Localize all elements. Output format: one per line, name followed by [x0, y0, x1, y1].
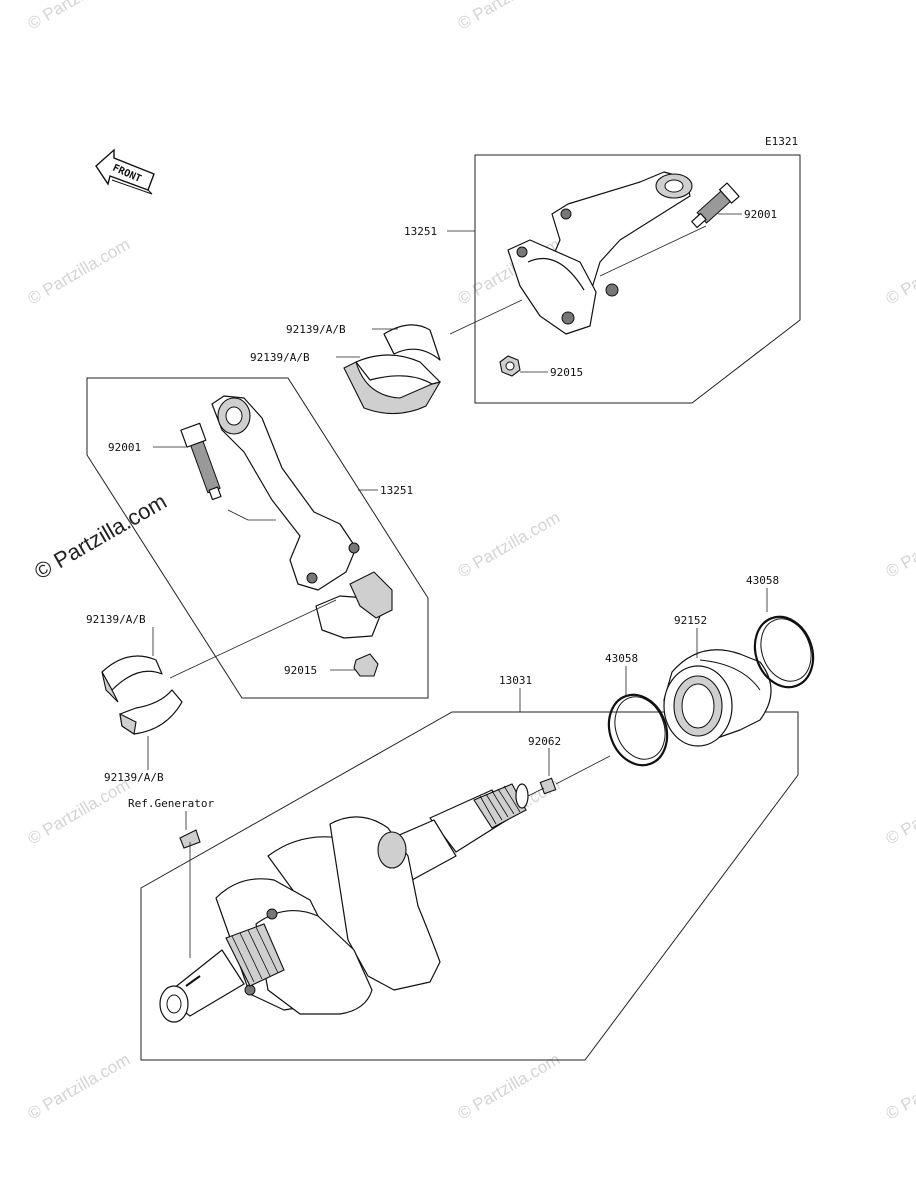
- part-label-13251-lower: 13251: [380, 484, 413, 497]
- part-label-92062: 92062: [528, 735, 561, 748]
- watermark-text: © Partzilla.com: [25, 0, 134, 33]
- oil-plug: [539, 777, 557, 795]
- part-label-92139-lower-a: 92139/A/B: [86, 613, 146, 626]
- oil-seal-outer: [753, 615, 815, 689]
- part-label-92152: 92152: [674, 614, 707, 627]
- upper-nut: [499, 355, 521, 377]
- part-label-43058-outer: 43058: [746, 574, 779, 587]
- woodruff-key: [179, 829, 201, 849]
- crankshaft: [159, 783, 529, 1023]
- upper-bolt: [691, 182, 740, 229]
- lower-bolt: [180, 422, 222, 501]
- watermark-text: © Partzilla.com: [455, 0, 564, 33]
- watermark-text: © Partzilla.com: [883, 1050, 916, 1124]
- crankshaft-group-frame: [140, 711, 799, 1061]
- diagram-code: E1321: [765, 135, 798, 148]
- front-arrow-icon: FRONT: [95, 148, 155, 195]
- upper-bearing-shell-top: [383, 324, 441, 361]
- part-label-92139-upper-a: 92139/A/B: [286, 323, 346, 336]
- watermark-text-large: © Partzilla.com: [30, 489, 171, 585]
- part-label-92015-upper: 92015: [550, 366, 583, 379]
- part-label-13251-upper: 13251: [404, 225, 437, 238]
- lower-nut: [353, 653, 379, 677]
- part-label-ref-generator: Ref.Generator: [128, 797, 214, 810]
- part-label-92139-upper-b: 92139/A/B: [250, 351, 310, 364]
- watermark-text: © Partzilla.com: [25, 235, 134, 309]
- watermark-text: © Partzilla.com: [883, 508, 916, 582]
- watermark-text: © Partzilla.com: [25, 1050, 134, 1124]
- oil-seal-inner: [607, 693, 669, 767]
- upper-rod-group-frame: [474, 154, 801, 404]
- lower-rod-group-frame: [86, 377, 429, 699]
- part-label-92001-upper: 92001: [744, 208, 777, 221]
- part-label-92139-lower-b: 92139/A/B: [104, 771, 164, 784]
- part-label-13031: 13031: [499, 674, 532, 687]
- watermark-text: © Partzilla.com: [25, 775, 134, 849]
- watermark-text: © Partzilla.com: [883, 235, 916, 309]
- lower-bearing-shell-bottom: [119, 689, 183, 735]
- upper-bearing-shell-bottom: [343, 354, 442, 415]
- watermark-layer: © Partzilla.com © Partzilla.com © Partzi…: [25, 0, 916, 1123]
- lower-connecting-rod: [211, 395, 393, 639]
- part-label-92015-lower: 92015: [284, 664, 317, 677]
- watermark-text: © Partzilla.com: [455, 508, 564, 582]
- watermark-text: © Partzilla.com: [455, 1050, 564, 1124]
- upper-connecting-rod: [507, 171, 693, 335]
- part-label-92001-lower: 92001: [108, 441, 141, 454]
- main-bearing: [663, 649, 772, 747]
- lower-bearing-shell-top: [101, 655, 163, 703]
- watermark-text: © Partzilla.com: [883, 775, 916, 849]
- part-label-43058-inner: 43058: [605, 652, 638, 665]
